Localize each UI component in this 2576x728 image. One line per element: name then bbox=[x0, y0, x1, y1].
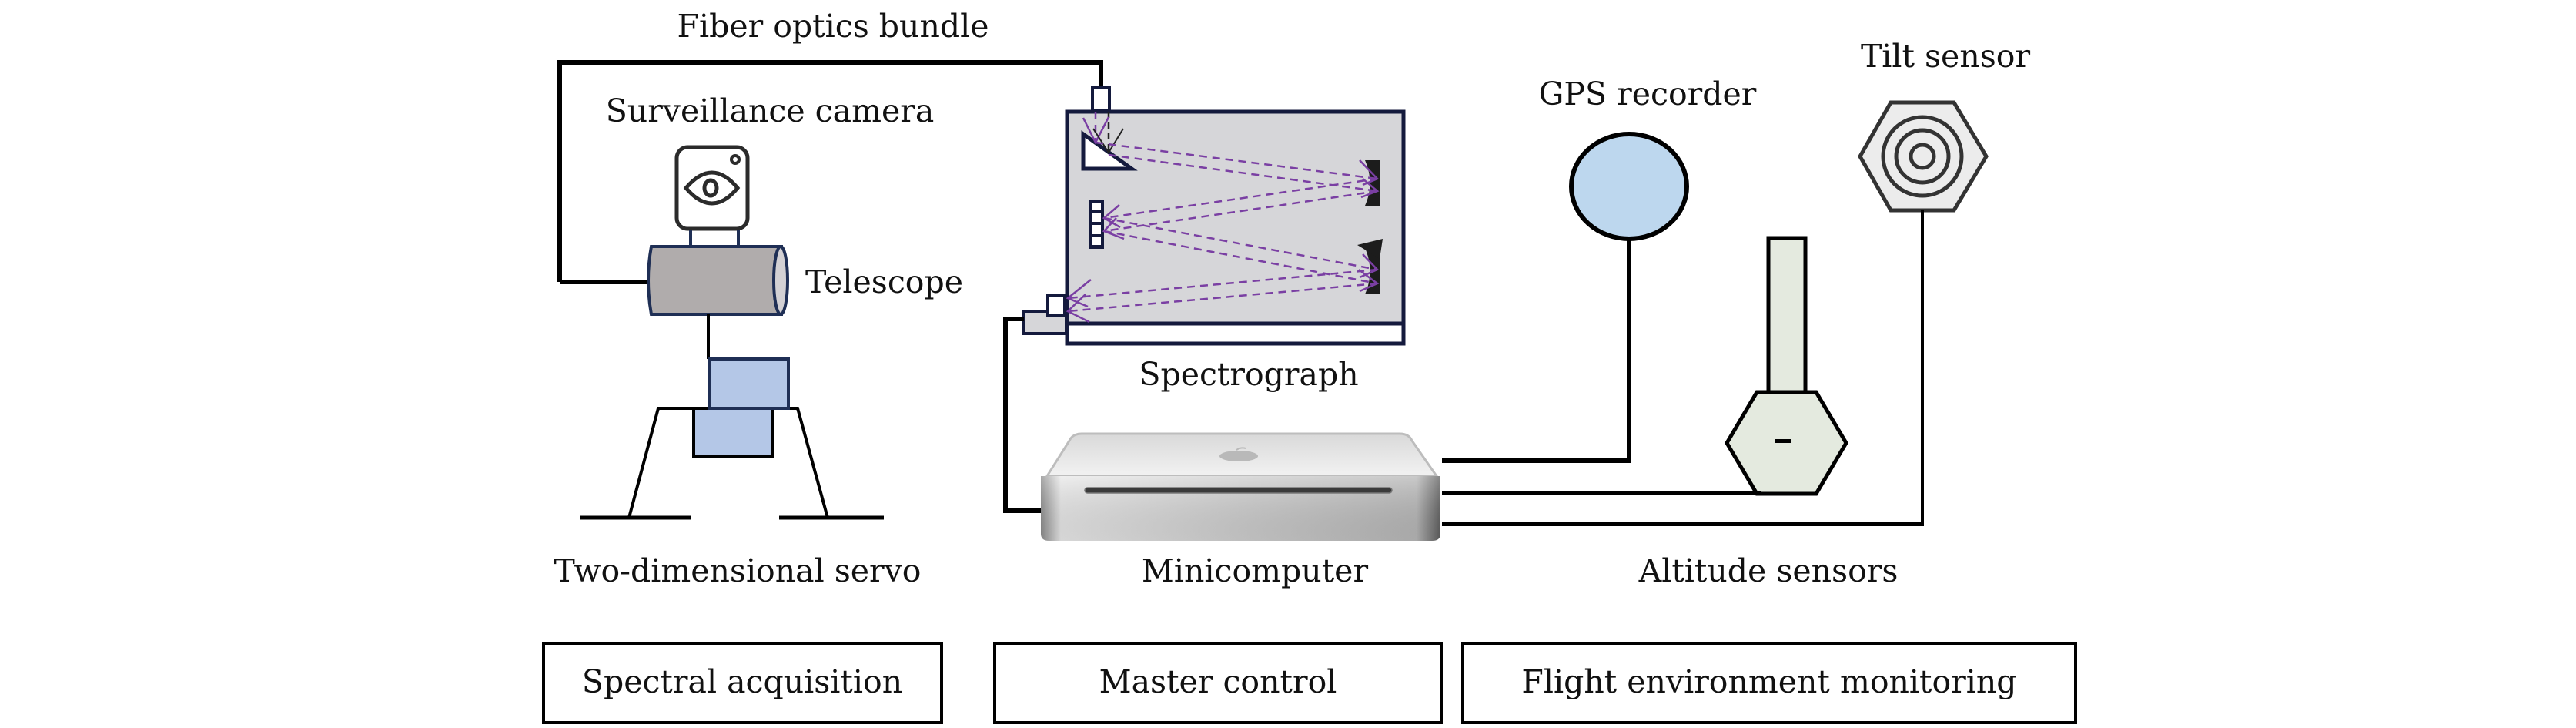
altitude-sensors-label: Altitude sensors bbox=[1638, 552, 1899, 589]
servo-icon bbox=[580, 314, 884, 520]
output-port bbox=[1046, 294, 1066, 317]
input-port bbox=[1091, 86, 1111, 112]
minicomputer-icon bbox=[1041, 432, 1440, 541]
servo-label: Two-dimensional servo bbox=[554, 552, 921, 589]
group-spectral-acquisition: Spectral acquisition bbox=[542, 642, 943, 724]
tilt-sensor-label: Tilt sensor bbox=[1861, 38, 2031, 75]
telescope-label: Telescope bbox=[805, 263, 963, 300]
fiber-optics-cable bbox=[557, 60, 1103, 282]
surveillance-camera-label: Surveillance camera bbox=[606, 92, 935, 129]
tilt-sensor-icon bbox=[1858, 100, 1989, 213]
light-rays bbox=[1066, 112, 1380, 324]
group-label: Spectral acquisition bbox=[582, 663, 902, 700]
grating-icon bbox=[1089, 200, 1104, 249]
telescope-icon bbox=[647, 245, 789, 316]
collimating-mirror-icon bbox=[1365, 160, 1380, 206]
minicomputer-label: Minicomputer bbox=[1142, 552, 1369, 589]
spectrograph-label: Spectrograph bbox=[1139, 356, 1358, 393]
group-label: Flight environment monitoring bbox=[1521, 663, 2016, 700]
surveillance-camera-icon bbox=[674, 145, 750, 247]
group-flight-environment-monitoring: Flight environment monitoring bbox=[1461, 642, 2077, 724]
gps-cable bbox=[1442, 239, 1631, 463]
spectrograph-icon bbox=[1022, 86, 1406, 346]
group-label: Master control bbox=[1099, 663, 1337, 700]
minus-icon bbox=[1775, 439, 1791, 443]
fiber-optics-label: Fiber optics bundle bbox=[677, 8, 989, 45]
gps-recorder-icon bbox=[1569, 132, 1689, 241]
altitude-sensor-icon bbox=[1725, 236, 1848, 496]
gps-label: GPS recorder bbox=[1539, 75, 1757, 112]
spectrograph-computer-cable bbox=[1003, 317, 1044, 513]
group-master-control: Master control bbox=[993, 642, 1443, 724]
apple-logo-icon bbox=[1219, 447, 1258, 461]
